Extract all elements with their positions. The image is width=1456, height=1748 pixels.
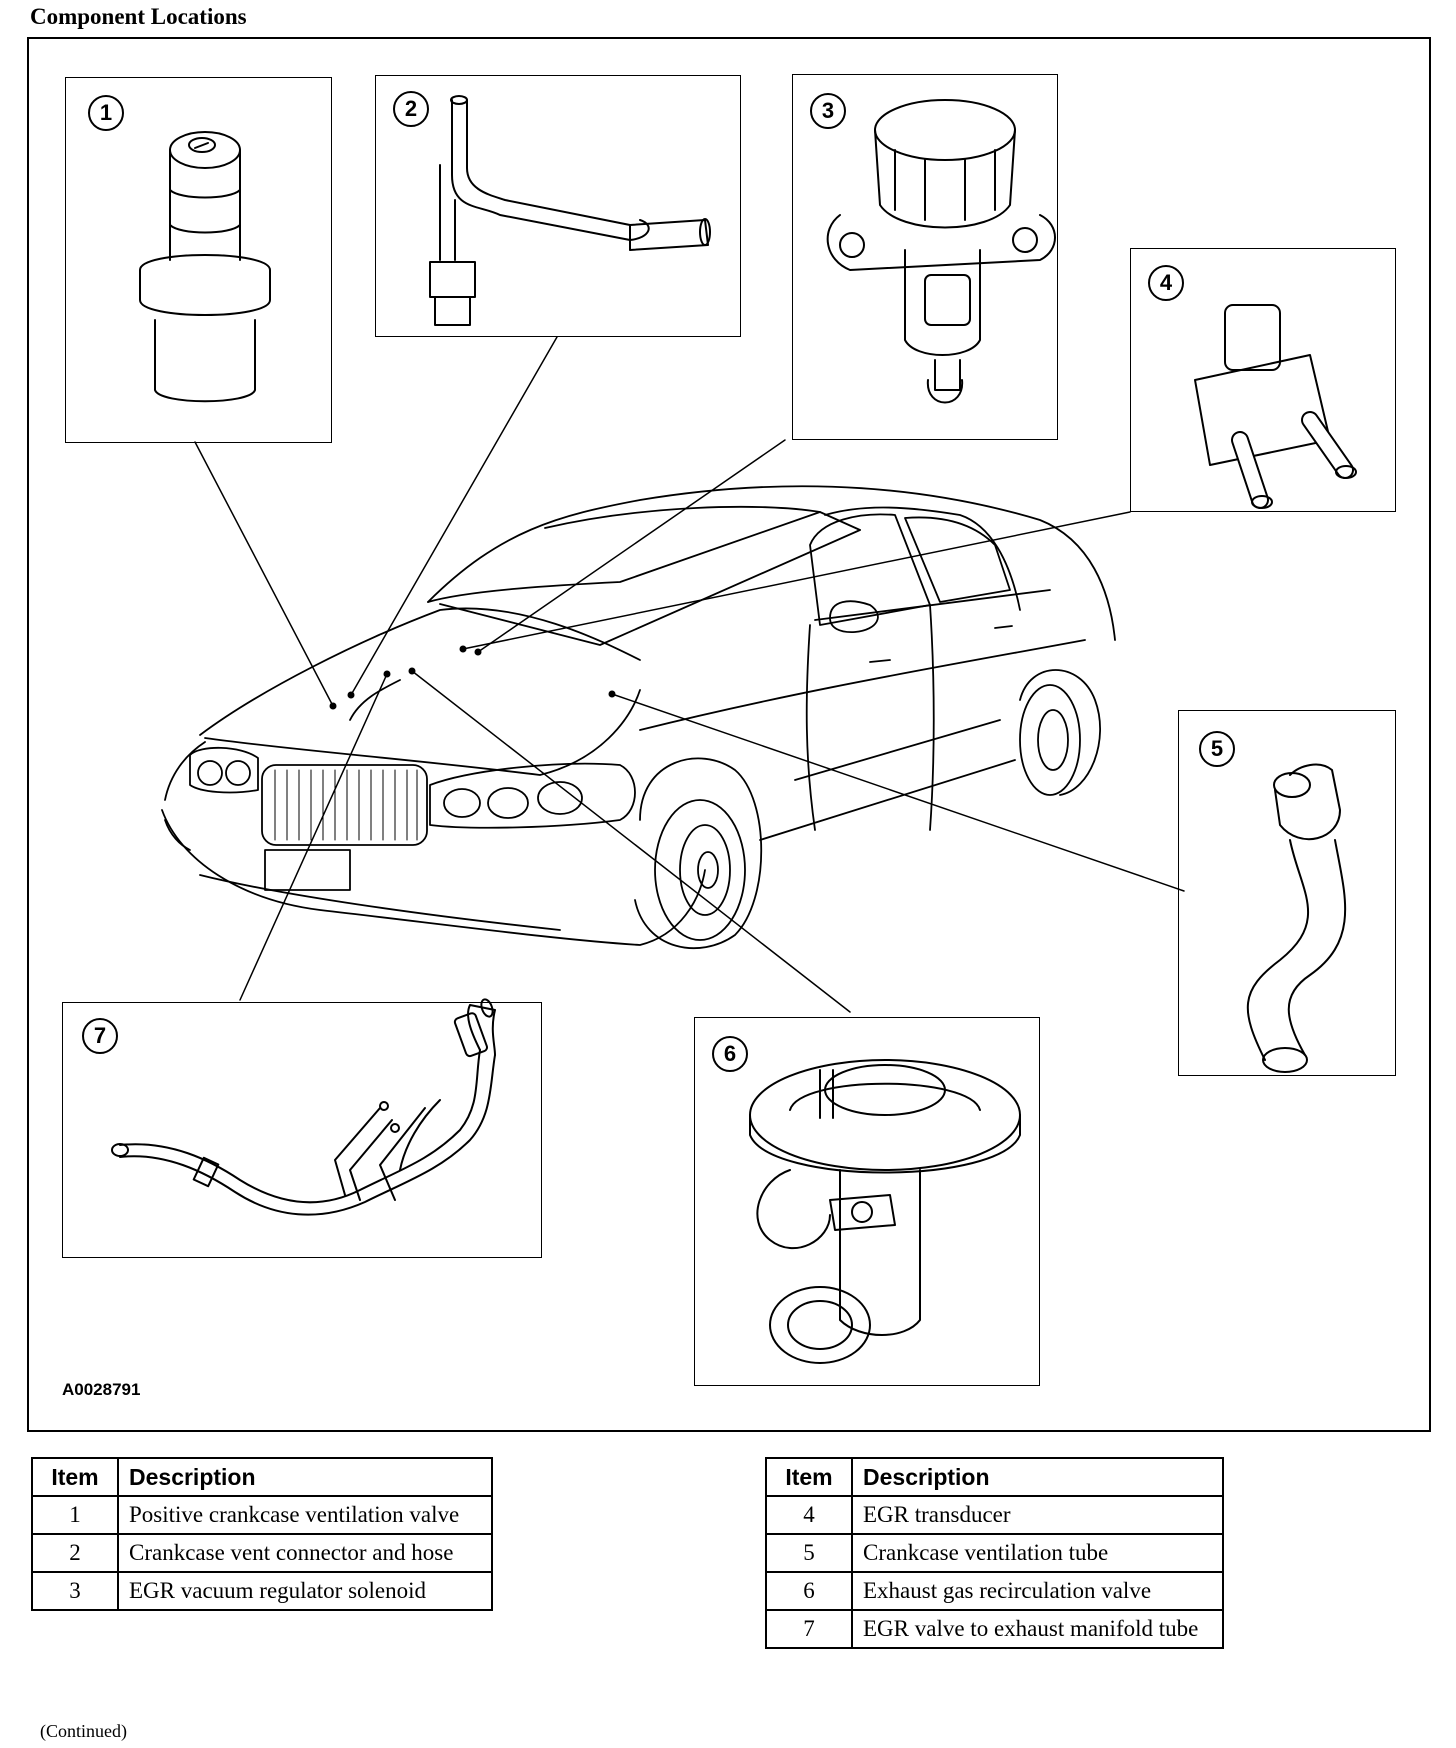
item-number: 6: [765, 1571, 853, 1611]
callout-box-7: [62, 1002, 542, 1258]
windshield: [427, 511, 821, 603]
legend-table-left: Item Description 1 Positive crankcase ve…: [31, 1457, 493, 1611]
leader-lines: [194, 336, 1185, 1013]
callout-number-7: 7: [82, 1018, 118, 1054]
egr-transducer-drawing: [1194, 304, 1357, 509]
car-drawing: [161, 485, 1116, 949]
item-description: EGR vacuum regulator solenoid: [117, 1571, 493, 1611]
callout-box-3: [792, 74, 1058, 440]
page-title: Component Locations: [30, 4, 247, 29]
item-description: Exhaust gas recirculation valve: [851, 1571, 1224, 1611]
item-number: 3: [31, 1571, 119, 1611]
leader-line-5: [611, 693, 1185, 892]
item-number: 4: [765, 1495, 853, 1535]
item-description: Crankcase ventilation tube: [851, 1533, 1224, 1573]
item-description: EGR valve to exhaust manifold tube: [851, 1609, 1224, 1649]
legend-header-description: Description: [117, 1457, 493, 1497]
item-description: EGR transducer: [851, 1495, 1224, 1535]
item-number: 2: [31, 1533, 119, 1573]
front-wheel: [634, 757, 763, 949]
grille: [261, 764, 428, 846]
leader-line-6: [411, 670, 851, 1013]
figure-id: A0028791: [62, 1380, 141, 1399]
license-plate: [264, 849, 351, 891]
leader-line-1: [194, 441, 334, 707]
legend-header-row: Item Description: [765, 1457, 1224, 1497]
legend-header-item: Item: [31, 1457, 119, 1497]
continued-note: (Continued): [40, 1721, 127, 1741]
car-roof: [427, 485, 1116, 641]
side-mirror: [829, 600, 879, 633]
callout-number-2: 2: [393, 91, 429, 127]
table-row: 6 Exhaust gas recirculation valve: [765, 1571, 1224, 1611]
leader-line-4: [462, 511, 1131, 650]
table-row: 4 EGR transducer: [765, 1495, 1224, 1535]
callout-box-1: [65, 77, 332, 443]
item-description: Crankcase vent connector and hose: [117, 1533, 493, 1573]
table-row: 3 EGR vacuum regulator solenoid: [31, 1571, 493, 1611]
item-number: 7: [765, 1609, 853, 1649]
table-row: 7 EGR valve to exhaust manifold tube: [765, 1609, 1224, 1649]
rear-wheel: [1019, 669, 1101, 796]
item-number: 1: [31, 1495, 119, 1535]
callout-number-1: 1: [88, 95, 124, 131]
table-row: 1 Positive crankcase ventilation valve: [31, 1495, 493, 1535]
item-description: Positive crankcase ventilation valve: [117, 1495, 493, 1535]
rear-door-window: [904, 516, 1011, 603]
legend-table-right: Item Description 4 EGR transducer 5 Cran…: [765, 1457, 1224, 1649]
hood: [199, 607, 641, 736]
vent-connector-hose-drawing: [429, 95, 711, 326]
figure-frame: [27, 37, 1431, 1432]
callout-number-3: 3: [810, 93, 846, 129]
table-row: 2 Crankcase vent connector and hose: [31, 1533, 493, 1573]
left-headlight: [189, 746, 259, 794]
legend-header-row: Item Description: [31, 1457, 493, 1497]
callout-box-5: [1178, 710, 1396, 1076]
egr-valve-drawing: [749, 1059, 1021, 1364]
front-door-window: [809, 513, 931, 626]
callout-number-5: 5: [1199, 731, 1235, 767]
callout-number-6: 6: [712, 1036, 748, 1072]
egr-exhaust-tube-drawing: [111, 998, 496, 1216]
callout-box-6: [694, 1017, 1040, 1386]
leader-dots: [329, 645, 616, 710]
right-headlight: [429, 762, 636, 829]
pcv-valve-drawing: [139, 131, 271, 403]
crankcase-ventilation-tube-drawing: [1246, 763, 1347, 1073]
front-bumper: [161, 809, 706, 946]
leader-line-7: [239, 673, 388, 1001]
leader-line-2: [350, 336, 558, 696]
item-number: 5: [765, 1533, 853, 1573]
vacuum-regulator-solenoid-drawing: [826, 99, 1056, 404]
leader-line-3: [477, 439, 786, 653]
legend-header-description: Description: [851, 1457, 1224, 1497]
callout-box-2: [375, 75, 741, 337]
table-row: 5 Crankcase ventilation tube: [765, 1533, 1224, 1573]
callout-box-4: [1130, 248, 1396, 512]
legend-header-item: Item: [765, 1457, 853, 1497]
callout-number-4: 4: [1148, 265, 1184, 301]
